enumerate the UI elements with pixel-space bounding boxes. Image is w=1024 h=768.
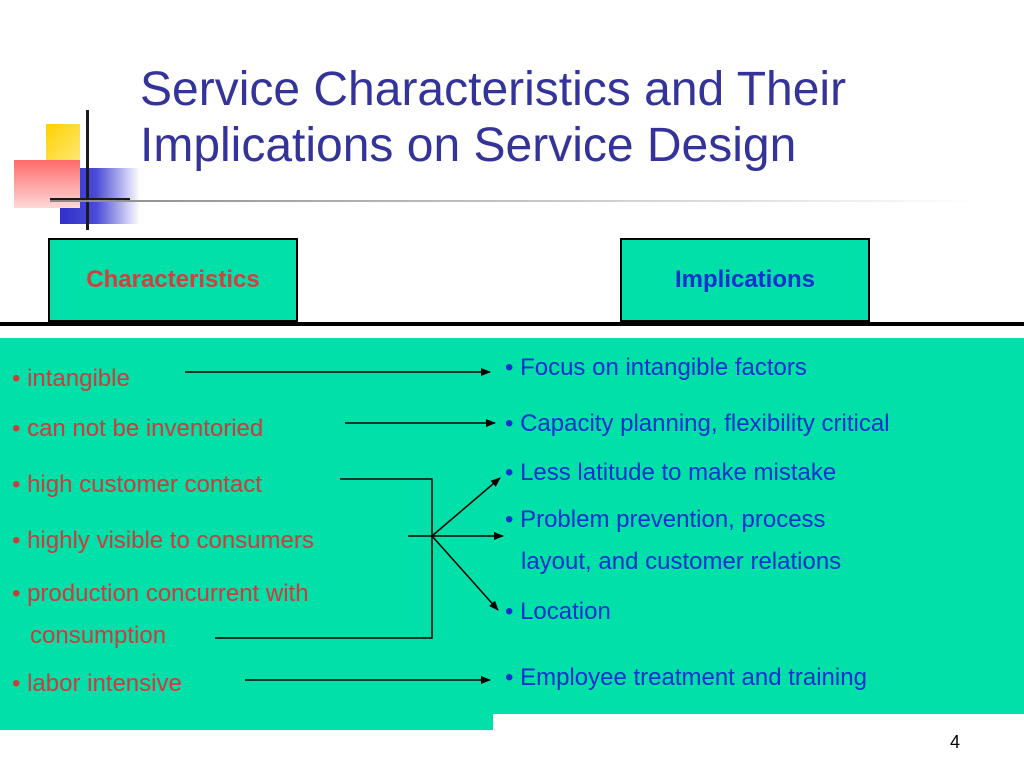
implication-item: • Problem prevention, process xyxy=(505,506,826,533)
horizontal-line-decoration xyxy=(50,198,130,201)
title-underline xyxy=(50,200,980,202)
characteristic-item: • can not be inventoried xyxy=(12,415,264,442)
characteristic-item: • high customer contact xyxy=(12,471,262,498)
arrow-to-less-latitude xyxy=(431,477,501,537)
yellow-square-decoration xyxy=(46,124,80,166)
characteristic-item: • labor intensive xyxy=(12,670,182,697)
vertical-line-decoration xyxy=(86,110,89,230)
characteristics-panel xyxy=(0,338,493,730)
characteristic-item: • production concurrent with xyxy=(12,580,309,607)
characteristics-header: Characteristics xyxy=(48,238,298,322)
implication-item-continuation: layout, and customer relations xyxy=(521,548,842,575)
implication-item: • Capacity planning, flexibility critica… xyxy=(505,410,890,437)
slide-title: Service Characteristics and Their Implic… xyxy=(140,63,847,172)
implication-item: • Less latitude to make mistake xyxy=(505,459,837,486)
implication-item: • Employee treatment and training xyxy=(505,664,867,691)
characteristic-item-continuation: consumption xyxy=(30,622,167,649)
implications-panel xyxy=(493,338,1024,714)
grouping-bracket xyxy=(215,478,433,639)
implications-header: Implications xyxy=(620,238,870,322)
arrow-to-location xyxy=(431,535,499,611)
section-divider xyxy=(0,322,1024,326)
characteristic-item: • highly visible to consumers xyxy=(12,527,314,554)
implication-item: • Location xyxy=(505,598,611,625)
page-number: 4 xyxy=(950,732,961,752)
implication-item: • Focus on intangible factors xyxy=(505,354,807,381)
characteristic-item: • intangible xyxy=(12,365,130,392)
